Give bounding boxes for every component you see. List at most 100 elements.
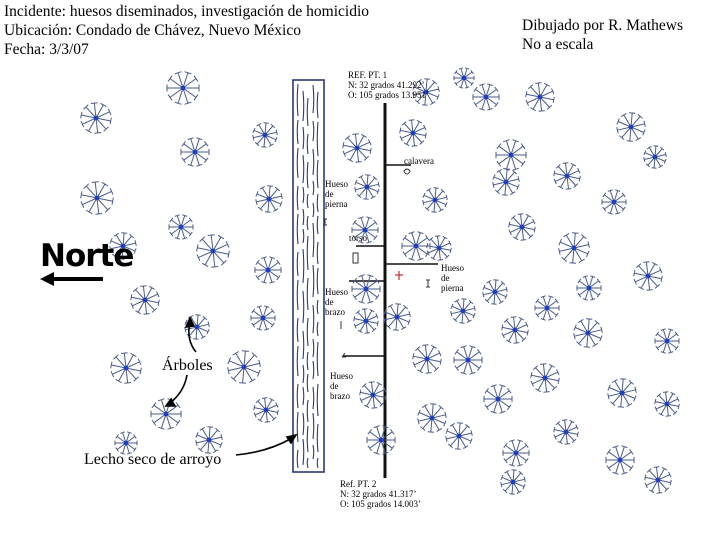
leg-bone-label-1-line3: pierna (325, 199, 348, 209)
tree-symbol (495, 139, 527, 171)
tree-symbol (534, 295, 560, 321)
creek-stroke (306, 235, 309, 271)
tree-symbol (601, 189, 627, 215)
tree-symbol (616, 112, 646, 142)
incident-date: Fecha: 3/3/07 (4, 41, 89, 58)
creek-stroke (296, 317, 299, 343)
creek-stroke (316, 267, 319, 295)
leg-bone-label-1-line1: Hueso (325, 179, 348, 189)
creek-stroke (316, 457, 319, 469)
ref-point-1-title: REF. PT. 1 (348, 70, 388, 80)
tree-symbol (351, 274, 381, 304)
tree-symbol (110, 352, 142, 384)
tree-symbol (483, 384, 513, 414)
tree-symbol (253, 397, 279, 423)
skull-label: calavera (404, 156, 434, 166)
tree-symbol (399, 119, 427, 147)
dry-creek-bed (292, 79, 325, 473)
drawn-by: Dibujado por R. Mathews (522, 17, 684, 34)
tree-symbol (502, 439, 530, 467)
tree-symbol (500, 469, 526, 495)
creek-stroke (312, 338, 315, 358)
creek-stroke (306, 277, 309, 311)
creek-stroke (302, 208, 305, 226)
creek-stroke (302, 386, 305, 406)
tree-symbol (150, 398, 182, 430)
arm-bone-label-2-line1: Hueso (330, 371, 353, 381)
tree-symbol (80, 102, 112, 134)
ref-point-1-west: O: 105 grados 13.951’ (348, 90, 429, 100)
tree-symbol (530, 363, 560, 393)
tree-symbol (422, 187, 448, 213)
arm-bone-label-1-line2: de (325, 297, 334, 307)
tree-symbol (359, 381, 387, 409)
creek-stroke (312, 120, 315, 142)
creek-stroke (296, 411, 299, 443)
creek-stroke (312, 84, 315, 114)
creek-stroke (296, 251, 299, 277)
creek-arrow (235, 437, 293, 456)
creek-stroke (312, 148, 315, 176)
tree-symbol (412, 78, 440, 106)
tree-symbol (168, 214, 194, 240)
tree-symbol (605, 445, 635, 475)
creek-stroke (316, 241, 319, 265)
creek-stroke (306, 457, 309, 469)
tree-symbol (184, 314, 210, 340)
leg-bone-label-1: Hueso de pierna (325, 179, 348, 209)
torso-glyph (352, 252, 359, 264)
creek-stroke (306, 161, 309, 189)
tree-symbol (353, 308, 379, 334)
creek-stroke (302, 228, 305, 244)
creek-stroke (302, 248, 305, 284)
creek-stroke (312, 180, 315, 196)
creek-stroke (312, 412, 315, 440)
arm-bone-label-1-line3: brazo (325, 307, 345, 317)
arm-bone-label-2: Hueso de brazo (330, 371, 353, 401)
tree-symbol (644, 466, 672, 494)
skull-glyph (403, 168, 411, 175)
leg-bone-label-2: Hueso de pierna (441, 263, 464, 293)
tree-symbol (254, 256, 282, 284)
arm-bone-label-1: Hueso de brazo (325, 287, 348, 317)
creek-stroke (312, 360, 315, 380)
creek-stroke (316, 423, 319, 453)
creek-stroke (302, 290, 305, 324)
creek-stroke (316, 91, 319, 119)
tree-symbol (255, 185, 283, 213)
tree-symbol (426, 235, 452, 261)
tree-symbol (366, 425, 396, 455)
creek-stroke (302, 154, 305, 184)
tree-symbol (351, 216, 379, 244)
tree-symbol (196, 234, 230, 268)
tree-symbol (607, 378, 637, 408)
tree-symbol (576, 275, 602, 301)
tree-symbol (417, 403, 447, 433)
leg-bone-label-2-line2: de (441, 273, 450, 283)
creek-stroke (306, 133, 309, 155)
creek-stroke (296, 147, 299, 179)
creek-label: Lecho seco de arroyo (84, 451, 222, 468)
tree-symbol (227, 350, 261, 384)
creek-stroke (312, 444, 315, 460)
tree-symbol (401, 231, 431, 261)
incident-title: Incidente: huesos diseminados, investiga… (4, 3, 370, 20)
ref-point-2-west: O: 105 grados 14.003’ (340, 499, 421, 509)
torso-label: torso (349, 233, 367, 243)
tree-symbol (508, 213, 536, 241)
tree-symbol (130, 285, 160, 315)
north-arrow (40, 272, 103, 286)
creek-stroke (312, 222, 315, 258)
arm-bone-label-2-line3: brazo (330, 391, 350, 401)
bone-symbols (323, 168, 430, 358)
tree-symbol (553, 419, 579, 445)
ref-point-1-north: N: 32 grados 41.292’ (348, 80, 425, 90)
arm2-glyph (341, 352, 346, 358)
trees-label: Árboles (162, 357, 213, 374)
creek-stroke (312, 202, 315, 218)
creek-stroke (316, 215, 319, 235)
tree-symbol (354, 174, 380, 200)
creek-stroke (302, 438, 305, 466)
ref-point-1: REF. PT. 1 N: 32 grados 41.292’ O: 105 g… (348, 70, 429, 100)
